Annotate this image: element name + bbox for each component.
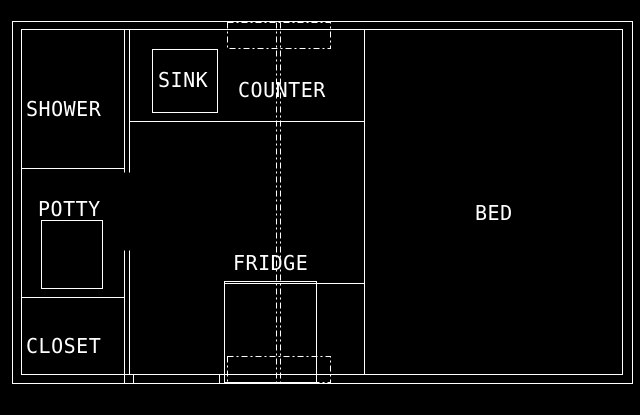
closet-label: CLOSET [26, 334, 102, 358]
inner-wall [21, 29, 623, 375]
potty-fixture [41, 220, 103, 289]
fridge-box [224, 281, 317, 383]
counter-label: COUNTER [238, 78, 326, 102]
potty-label: POTTY [38, 197, 101, 221]
top-hatch-outline [227, 22, 331, 49]
fridge-label: FRIDGE [233, 251, 309, 275]
shower-label: SHOWER [26, 97, 102, 121]
sink-label: SINK [158, 68, 209, 92]
sink-fixture [152, 49, 218, 113]
bed-label: BED [475, 201, 513, 225]
bottom-hatch-outline [227, 356, 331, 383]
outer-wall [12, 21, 633, 384]
